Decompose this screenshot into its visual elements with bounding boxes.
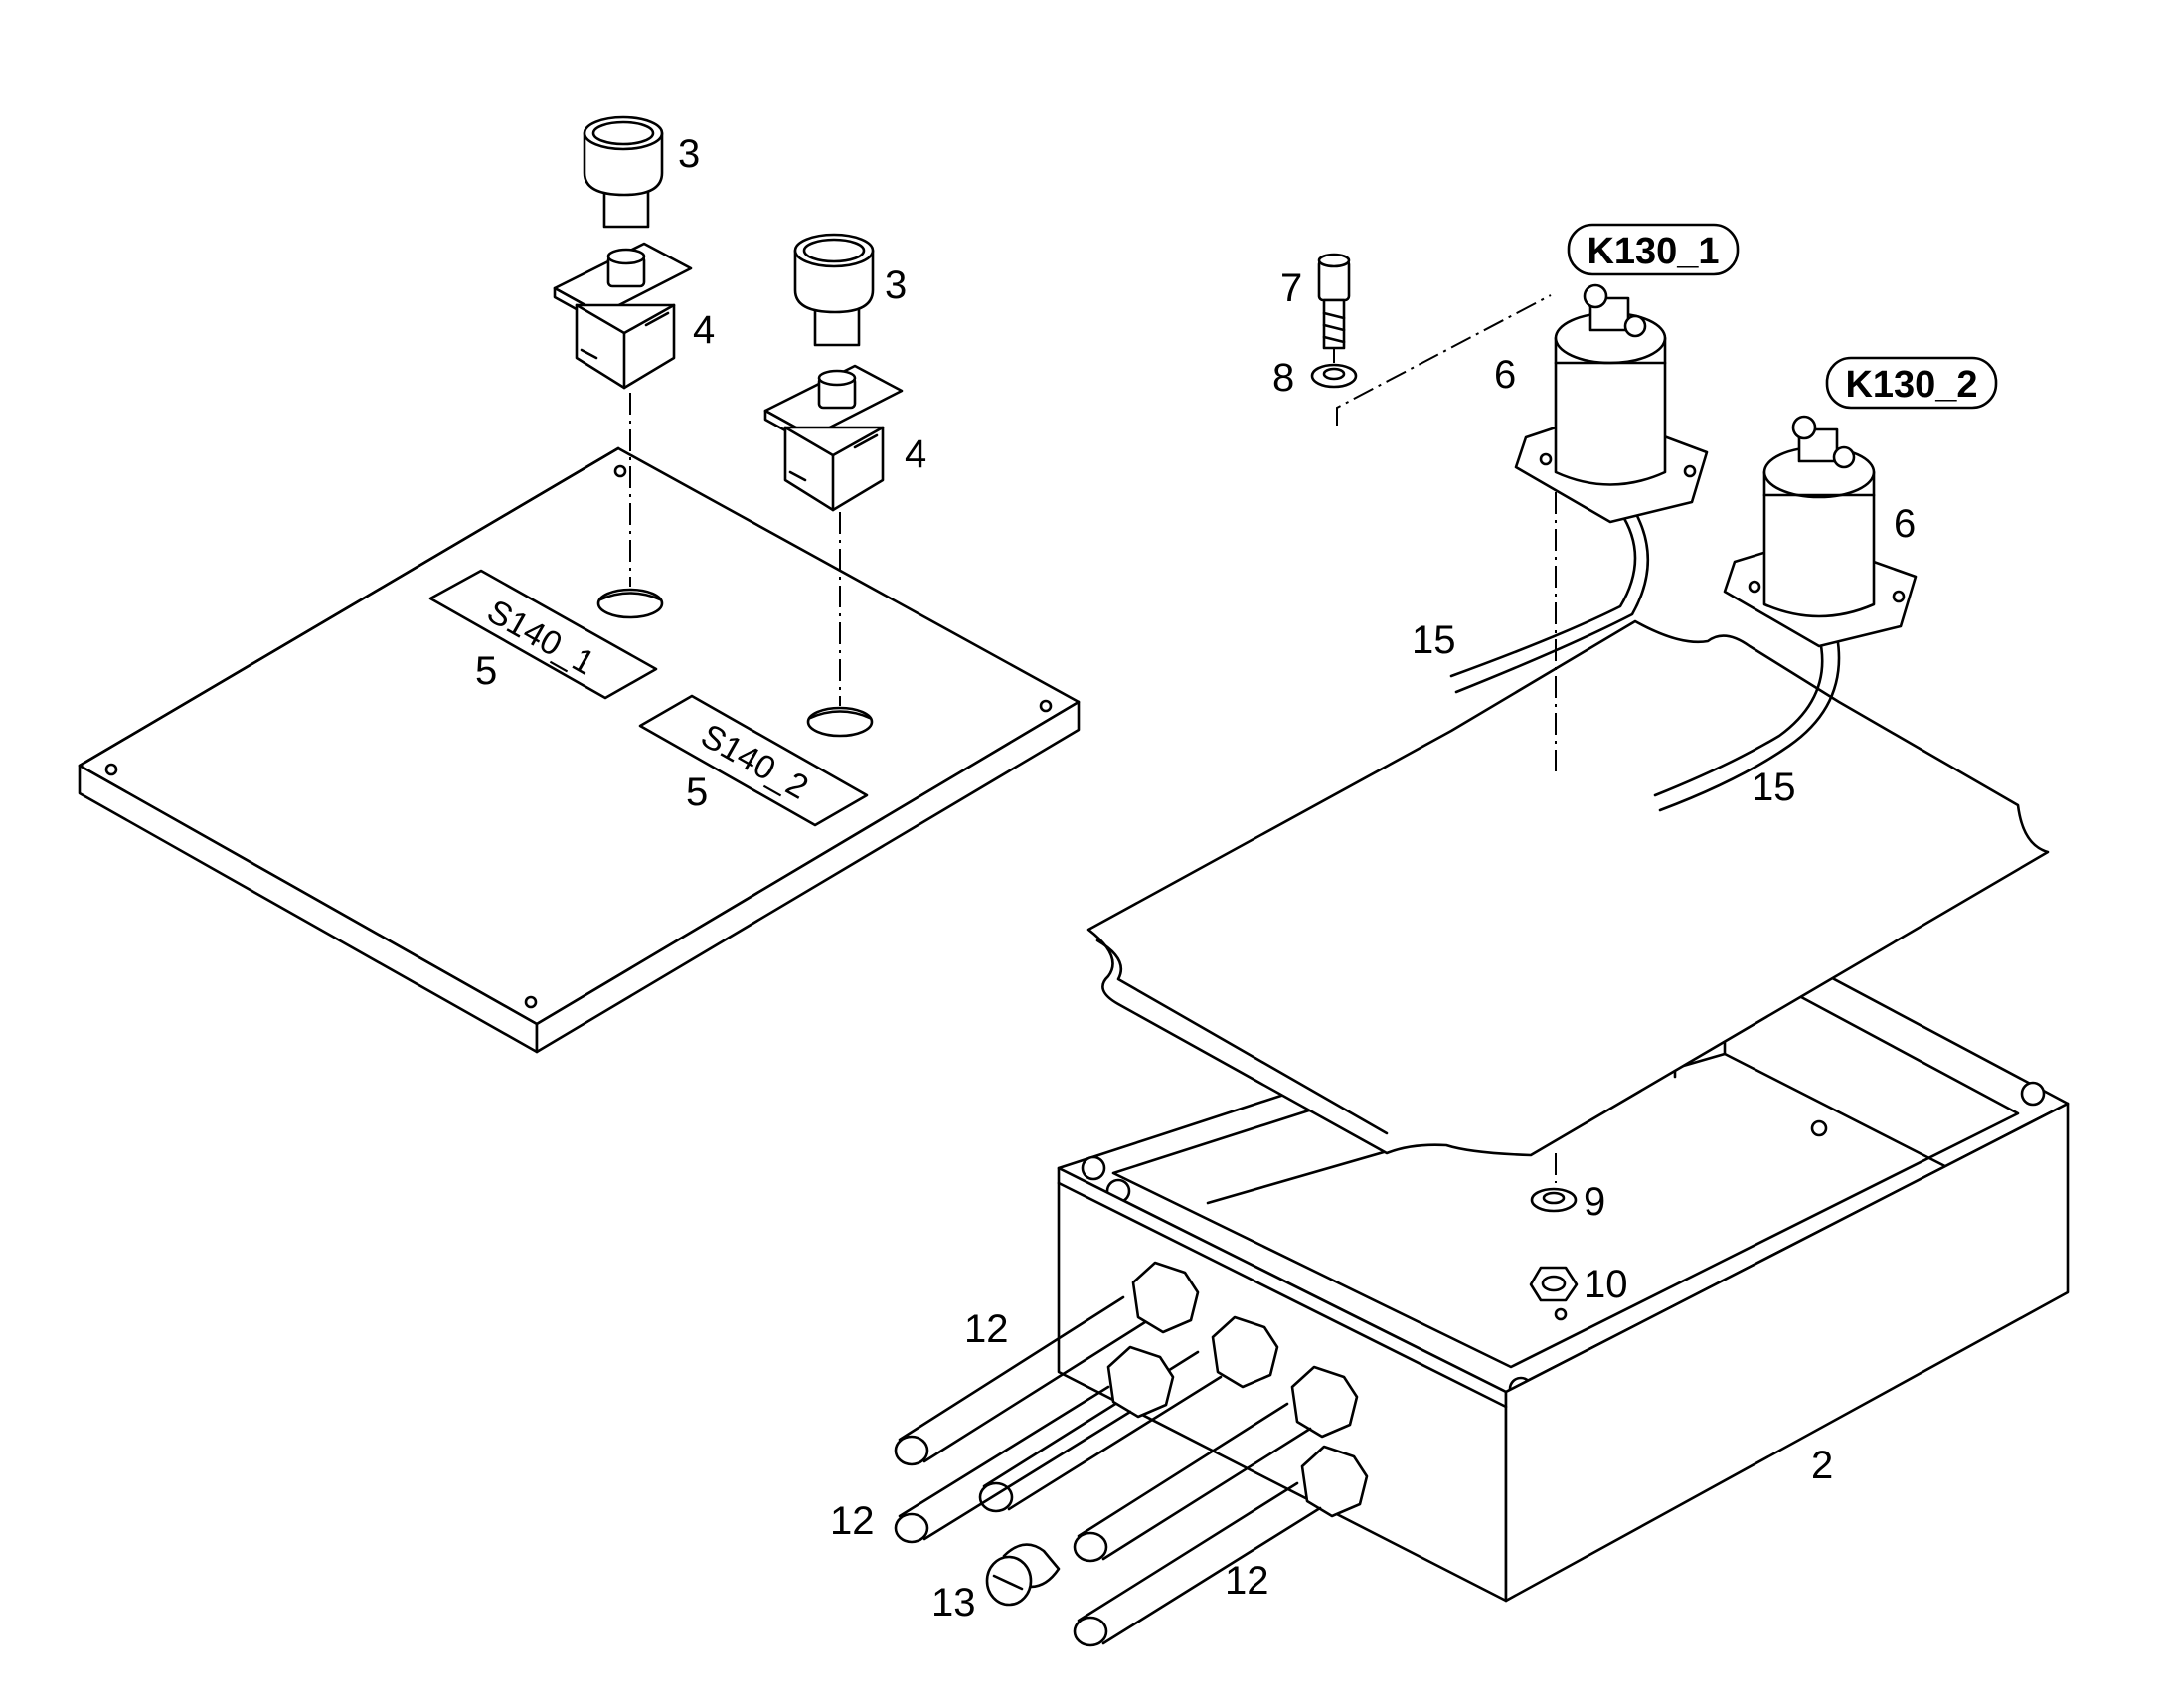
cable-gland-1 xyxy=(894,1261,1200,1466)
cable-gland-5 xyxy=(1073,1445,1369,1647)
screw xyxy=(1317,253,1351,350)
switch-block-b xyxy=(763,364,904,512)
callout-label-a: 5 xyxy=(475,649,497,693)
gasket-sheet xyxy=(1086,619,2050,1157)
callout-washer-lower: 9 xyxy=(1584,1180,1605,1224)
switch-block-a xyxy=(553,242,693,390)
reference-tag-text: K130_1 xyxy=(1587,231,1719,272)
callout-knob-a: 3 xyxy=(678,132,700,176)
callout-relay-b: 6 xyxy=(1894,502,1916,546)
push-button-knob-b xyxy=(793,233,875,347)
cable-gland-3 xyxy=(894,1345,1175,1544)
callout-gland-c: 12 xyxy=(1225,1559,1269,1603)
callout-nut: 10 xyxy=(1584,1263,1628,1306)
reference-tag-k130-1: K130_1 xyxy=(1567,223,1740,276)
washer-lower xyxy=(1530,1187,1578,1213)
reference-tag-text: K130_2 xyxy=(1845,364,1977,406)
relay-b xyxy=(1723,415,1918,648)
callout-gland-a: 12 xyxy=(964,1307,1009,1351)
blanking-plug xyxy=(985,1543,1061,1607)
reference-tag-k130-2: K130_2 xyxy=(1825,356,1998,410)
cable-b xyxy=(1653,634,1841,812)
mount-hole-b xyxy=(806,706,874,738)
callout-knob-b: 3 xyxy=(885,263,907,307)
mount-hole-a xyxy=(596,588,664,619)
callout-switch-a: 4 xyxy=(693,308,715,352)
callout-switch-b: 4 xyxy=(905,432,926,476)
callout-label-b: 5 xyxy=(686,770,708,814)
push-button-knob-a xyxy=(583,115,664,229)
callout-cable-a: 15 xyxy=(1412,618,1456,662)
cable-a xyxy=(1449,510,1650,694)
callout-housing: 2 xyxy=(1811,1444,1833,1487)
callout-plug: 13 xyxy=(931,1581,976,1624)
callout-relay-a: 6 xyxy=(1494,353,1516,397)
callout-washer: 8 xyxy=(1272,356,1294,400)
cable-gland-4 xyxy=(1073,1365,1359,1563)
nut xyxy=(1529,1266,1579,1321)
callout-gland-b: 12 xyxy=(830,1499,875,1543)
callout-cable-b: 15 xyxy=(1752,766,1796,809)
cover-plate xyxy=(78,446,1081,1054)
callout-screw: 7 xyxy=(1280,266,1302,310)
washer xyxy=(1310,363,1358,389)
relay-a xyxy=(1514,283,1709,524)
